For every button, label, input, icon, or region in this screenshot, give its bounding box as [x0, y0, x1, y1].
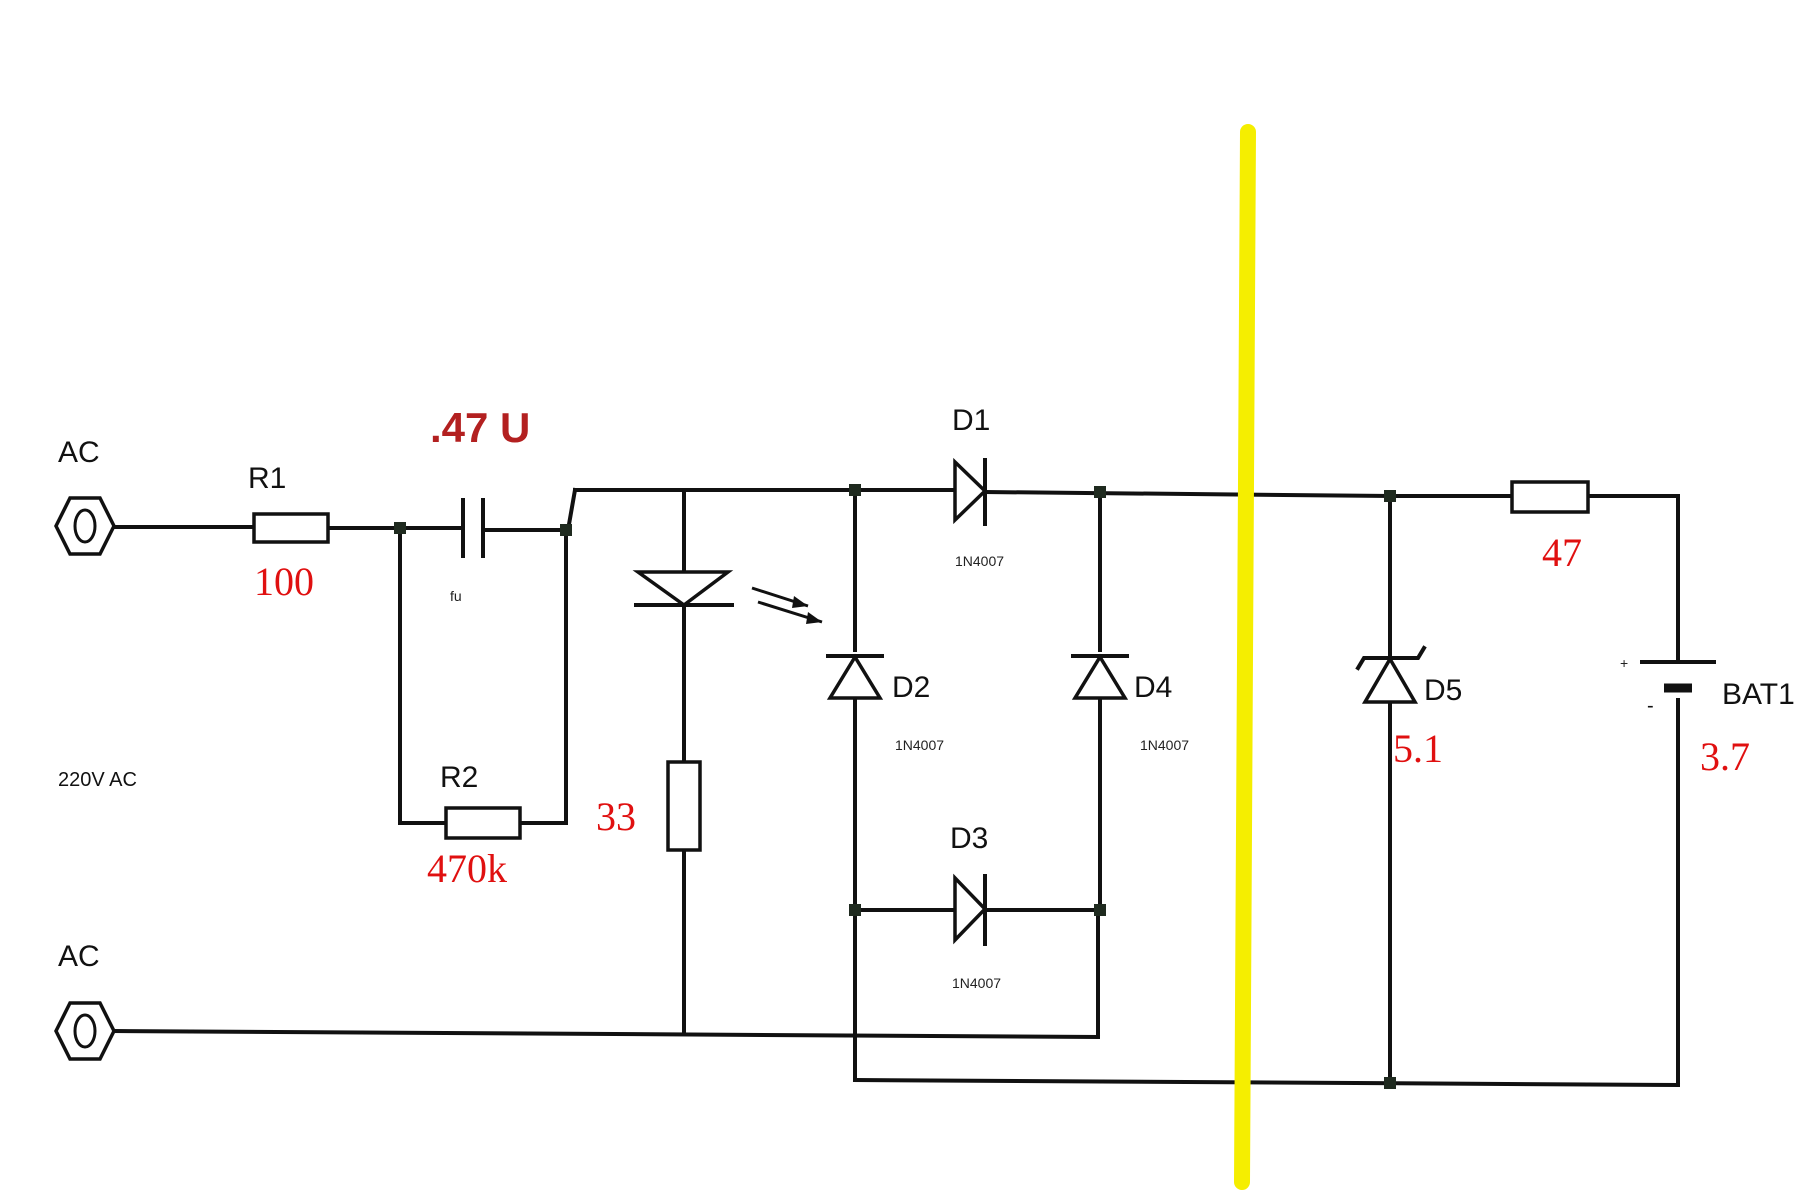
capacitor-sublabel: fu	[450, 588, 462, 604]
r2-value: 470k	[427, 846, 507, 891]
r1-label: R1	[248, 462, 286, 495]
d1-label: D1	[952, 404, 990, 437]
bat1-label: BAT1	[1722, 678, 1795, 711]
isolation-divider-line	[1234, 124, 1256, 1190]
resistor-33	[666, 760, 702, 852]
wires	[111, 487, 1681, 1088]
d4-label: D4	[1134, 671, 1172, 704]
led-indicator	[632, 570, 823, 624]
d5-value: 5.1	[1393, 726, 1443, 771]
ac-terminal-top	[54, 496, 116, 556]
resistor-47	[1510, 480, 1590, 514]
d5-label: D5	[1424, 674, 1462, 707]
d3-label: D3	[950, 822, 988, 855]
d2-label: D2	[892, 671, 930, 704]
battery-plus-sign: +	[1620, 655, 1628, 671]
capacitor-c1	[461, 498, 485, 558]
battery-bat1	[1640, 660, 1716, 693]
d1-part: 1N4007	[955, 553, 1004, 569]
diode-d1	[953, 457, 988, 526]
r2-label: R2	[440, 761, 478, 794]
r1-value: 100	[254, 559, 314, 604]
d2-part: 1N4007	[895, 737, 944, 753]
resistor-47-value: 47	[1542, 530, 1582, 575]
resistor-r1	[252, 512, 330, 544]
diode-d2	[826, 653, 884, 700]
supply-voltage-label: 220V AC	[58, 769, 137, 791]
diode-d3	[953, 873, 988, 946]
junction-dots	[394, 484, 1396, 1089]
bat1-value: 3.7	[1700, 734, 1750, 779]
zener-diode-d5	[1355, 645, 1427, 704]
ac-terminal-bottom	[54, 1001, 116, 1061]
ac-label-bottom: AC	[58, 940, 100, 973]
ac-label-top: AC	[58, 436, 100, 469]
resistor-r2	[444, 806, 522, 840]
resistor-33-value: 33	[596, 794, 636, 839]
battery-minus-sign: -	[1647, 695, 1654, 717]
capacitor-value: .47 U	[430, 404, 530, 451]
d4-part: 1N4007	[1140, 737, 1189, 753]
d3-part: 1N4007	[952, 975, 1001, 991]
diode-d4	[1071, 653, 1129, 700]
